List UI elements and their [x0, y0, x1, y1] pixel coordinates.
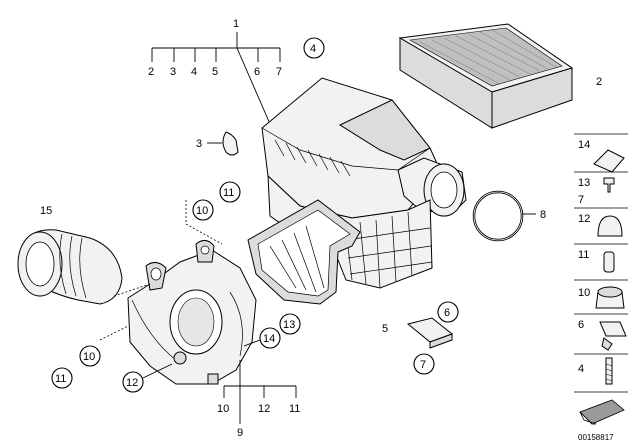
callout-circle-13	[279, 313, 301, 335]
callout-6-circle: 6	[444, 307, 450, 319]
callout-1: 1	[233, 18, 239, 30]
small-parts-panel: 14 13 7 12 11 10 6 4	[574, 133, 628, 425]
intake-hose-15	[17, 229, 123, 305]
panel-6: 6	[578, 319, 584, 331]
panel-14: 14	[578, 139, 590, 151]
clip-6	[599, 321, 627, 337]
panel-4: 4	[578, 363, 584, 375]
callout-circle-4	[303, 37, 325, 59]
callout-14-mid: 14	[263, 333, 275, 345]
image-number: 00158817	[578, 433, 614, 442]
panel-10: 10	[578, 287, 590, 299]
grommet-11	[603, 251, 615, 273]
callout-circle-11-top	[219, 181, 241, 203]
callout-10-left: 10	[83, 351, 95, 363]
callout-7-circle: 7	[420, 359, 426, 371]
intake-duct	[127, 240, 257, 385]
callout-4: 4	[191, 66, 197, 78]
callout-2-filter: 2	[596, 76, 602, 88]
panel-12: 12	[578, 213, 590, 225]
callout-10-top: 10	[196, 205, 208, 217]
callout-9: 9	[237, 427, 243, 439]
clip-part-3	[222, 131, 239, 156]
callout-bracket-top: 1 2 3 4 5 6 7	[148, 18, 282, 125]
callout-13-mid: 13	[283, 319, 295, 331]
callout-6: 6	[254, 66, 260, 78]
callout-circle-7	[413, 353, 435, 375]
callout-11-left: 11	[55, 373, 66, 385]
callout-7: 7	[276, 66, 282, 78]
callout-15: 15	[40, 205, 52, 217]
callout-circle-10-left	[79, 345, 101, 367]
callout-circle-6	[437, 301, 459, 323]
panel-11: 11	[578, 249, 589, 261]
callout-10-bottom: 10	[217, 403, 229, 415]
callout-3-clip: 3	[196, 138, 202, 150]
callout-12-left: 12	[126, 377, 138, 389]
callout-11-top: 11	[223, 187, 234, 199]
callout-circle-11-left	[51, 367, 73, 389]
air-box-housing	[247, 77, 467, 305]
callout-circle-4-label: 4	[310, 43, 316, 55]
callout-8: 8	[540, 209, 546, 221]
callout-2: 2	[148, 66, 154, 78]
callout-circle-12	[122, 371, 144, 393]
callout-12-bottom: 12	[258, 403, 270, 415]
air-filter-element	[398, 23, 574, 129]
callout-circle-10-top	[192, 199, 214, 221]
panel-13: 13	[578, 177, 590, 189]
screw-13	[603, 177, 615, 193]
panel-7: 7	[578, 194, 584, 206]
clip-nut-14	[593, 149, 625, 173]
callout-circle-14	[259, 327, 281, 349]
callout-bracket-bottom: 10 12 11 9	[217, 360, 300, 439]
callout-5: 5	[212, 66, 218, 78]
callout-11-bottom: 11	[289, 403, 300, 415]
rubber-cap-12	[597, 215, 623, 237]
callout-3: 3	[170, 66, 176, 78]
callout-5: 5	[382, 323, 388, 335]
